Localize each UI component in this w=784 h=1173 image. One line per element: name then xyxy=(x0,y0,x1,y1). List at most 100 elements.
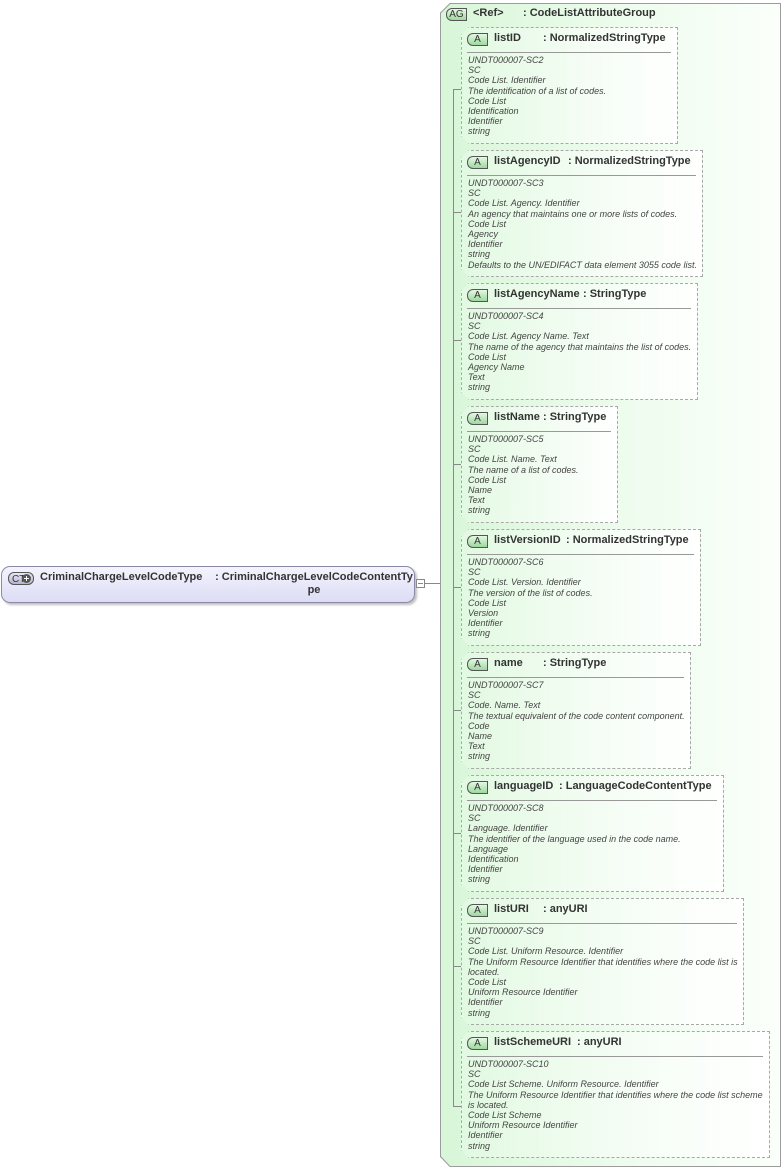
attribute-type: : LanguageCodeContentType xyxy=(559,780,712,792)
doc-line: string xyxy=(468,751,491,762)
doc-line: The name of a list of codes. xyxy=(468,464,579,475)
doc-line: string xyxy=(468,505,491,516)
doc-line: Code List xyxy=(468,95,507,106)
attribute-node-listschemeuri[interactable]: A listSchemeURI : anyURI UNDT000007-SC10… xyxy=(461,1031,770,1158)
tree-connector-tick xyxy=(453,966,461,967)
complex-type-node[interactable]: CT CriminalChargeLevelCodeType : Crimina… xyxy=(1,566,415,603)
doc-line: Code List xyxy=(468,218,507,229)
doc-line: Identifier xyxy=(468,239,503,250)
attribute-badge-icon: A xyxy=(467,1037,488,1050)
attribute-name: listAgencyName xyxy=(494,288,580,300)
doc-line: Version xyxy=(468,608,499,619)
doc-line: Identifier xyxy=(468,116,503,127)
doc-line: Code List Scheme xyxy=(468,1110,542,1121)
collapse-toggle-icon[interactable] xyxy=(416,579,425,588)
attribute-documentation: UNDT000007-SC10 SC Code List Scheme. Uni… xyxy=(468,1059,765,1151)
doc-line: An agency that maintains one or more lis… xyxy=(468,208,678,219)
doc-line: UNDT000007-SC7 xyxy=(468,680,544,690)
doc-line: Identifier xyxy=(468,1130,503,1141)
attribute-node-listname[interactable]: A listName : StringType UNDT000007-SC5 S… xyxy=(461,406,618,523)
doc-line: Uniform Resource Identifier xyxy=(468,987,578,998)
attribute-name: name xyxy=(494,657,523,669)
doc-line: SC xyxy=(468,321,481,332)
divider xyxy=(467,431,611,432)
doc-line: Identifier xyxy=(468,997,503,1008)
tree-connector-tick xyxy=(453,587,461,588)
divider xyxy=(467,1056,763,1057)
doc-line: The textual equivalent of the code conte… xyxy=(468,710,685,721)
doc-line: Code List. Uniform Resource. Identifier xyxy=(468,946,624,957)
divider xyxy=(467,677,684,678)
doc-line: Code List. Version. Identifier xyxy=(468,577,581,588)
doc-line: The Uniform Resource Identifier that ide… xyxy=(468,1089,763,1110)
attribute-documentation: UNDT000007-SC5 SC Code List. Name. Text … xyxy=(468,434,613,516)
attribute-badge-icon: A xyxy=(467,289,488,302)
doc-line: SC xyxy=(468,567,481,578)
tree-connector-tick xyxy=(453,1106,461,1107)
attribute-node-listagencyid[interactable]: A listAgencyID : NormalizedStringType UN… xyxy=(461,150,703,277)
doc-line: Language xyxy=(468,843,509,854)
attribute-badge-icon: A xyxy=(467,412,488,425)
divider xyxy=(467,175,696,176)
tree-connector-tick xyxy=(453,464,461,465)
attribute-node-listuri[interactable]: A listURI : anyURI UNDT000007-SC9 SC Cod… xyxy=(461,898,744,1025)
attribute-badge-icon: A xyxy=(467,535,488,548)
attribute-node-listversionid[interactable]: A listVersionID : NormalizedStringType U… xyxy=(461,529,701,646)
doc-line: Code List. Agency Name. Text xyxy=(468,331,589,342)
complex-type-badge-label: CT xyxy=(12,574,26,585)
attribute-type: : StringType xyxy=(543,657,607,669)
tree-connector-tick xyxy=(453,710,461,711)
attribute-node-listagencyname[interactable]: A listAgencyName : StringType UNDT000007… xyxy=(461,283,698,400)
doc-line: UNDT000007-SC10 xyxy=(468,1059,549,1069)
doc-line: The identification of a list of codes. xyxy=(468,85,607,96)
doc-line: Code xyxy=(468,720,490,731)
doc-line: Code List xyxy=(468,977,507,988)
doc-line: Code List. Name. Text xyxy=(468,454,557,465)
doc-line: string xyxy=(468,249,491,260)
attribute-group-ref: <Ref> xyxy=(473,7,504,19)
doc-line: SC xyxy=(468,936,481,947)
attribute-type: : anyURI xyxy=(543,903,588,915)
attribute-node-name[interactable]: A name : StringType UNDT000007-SC7 SC Co… xyxy=(461,652,691,769)
doc-line: UNDT000007-SC2 xyxy=(468,55,544,65)
tree-connector-tick xyxy=(453,89,461,90)
attribute-name: languageID xyxy=(494,780,554,792)
attribute-type: : NormalizedStringType xyxy=(566,534,689,546)
attribute-name: listVersionID xyxy=(494,534,561,546)
doc-line: UNDT000007-SC3 xyxy=(468,178,544,188)
doc-line: SC xyxy=(468,690,481,701)
doc-line: UNDT000007-SC4 xyxy=(468,311,544,321)
attribute-type: : anyURI xyxy=(577,1036,622,1048)
attribute-documentation: UNDT000007-SC7 SC Code. Name. Text The t… xyxy=(468,680,686,762)
attribute-documentation: UNDT000007-SC8 SC Language. Identifier T… xyxy=(468,803,719,885)
divider xyxy=(467,800,717,801)
doc-line: Code List. Agency. Identifier xyxy=(468,198,580,209)
complex-type-name: CriminalChargeLevelCodeType xyxy=(40,571,203,583)
attribute-node-listid[interactable]: A listID : NormalizedStringType UNDT0000… xyxy=(461,27,678,144)
attribute-name: listSchemeURI xyxy=(494,1036,572,1048)
connector-line xyxy=(425,583,441,584)
attribute-group-badge-icon: AG xyxy=(446,8,467,21)
doc-line: Identifier xyxy=(468,864,503,875)
tree-connector-tick xyxy=(453,212,461,213)
attribute-name: listURI xyxy=(494,903,529,915)
doc-line: Agency xyxy=(468,229,499,240)
doc-line: Code List xyxy=(468,474,507,485)
attribute-badge-icon: A xyxy=(467,904,488,917)
attribute-type: : StringType xyxy=(583,288,647,300)
doc-line: string xyxy=(468,1140,491,1151)
tree-connector-tick xyxy=(453,833,461,834)
doc-line: string xyxy=(468,382,491,393)
doc-line: UNDT000007-SC9 xyxy=(468,926,544,936)
doc-line: string xyxy=(468,628,491,639)
divider xyxy=(467,52,671,53)
doc-line: Code List xyxy=(468,597,507,608)
attribute-documentation: UNDT000007-SC3 SC Code List. Agency. Ide… xyxy=(468,178,698,270)
doc-line: Text xyxy=(468,372,485,383)
doc-line: Code List Scheme. Uniform Resource. Iden… xyxy=(468,1079,659,1090)
doc-line: SC xyxy=(468,65,481,76)
tree-connector-vertical xyxy=(453,89,454,1107)
attribute-name: listAgencyID xyxy=(494,155,561,167)
doc-line: The identifier of the language used in t… xyxy=(468,833,681,844)
attribute-node-languageid[interactable]: A languageID : LanguageCodeContentType U… xyxy=(461,775,724,892)
